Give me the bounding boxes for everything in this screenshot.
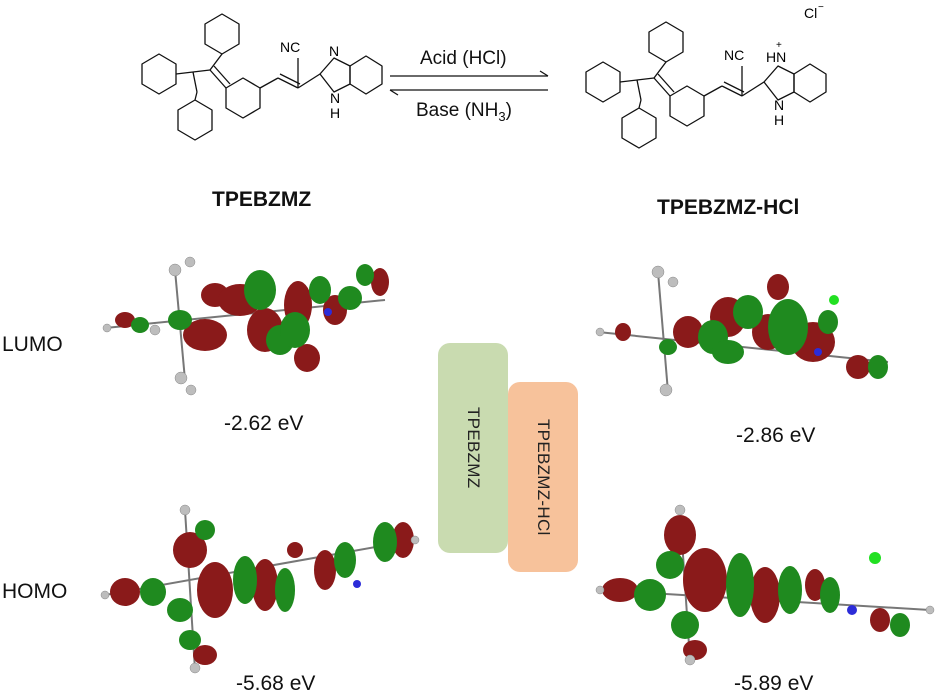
reverse-suffix: ) (505, 100, 512, 121)
gap-bar-right: TPEBZMZ-HCl (508, 382, 578, 572)
right-cn-label: NC (724, 47, 744, 63)
forward-condition-label: Acid (HCl) (420, 48, 507, 69)
left-compound-name: TPEBZMZ (212, 188, 312, 211)
right-counterion-label: Cl (804, 5, 817, 21)
right-homo-energy: -5.89 eV (734, 672, 814, 695)
right-lumo-orbital (595, 265, 889, 397)
reverse-condition-label: Base (NH3) (416, 100, 512, 124)
gap-bar-right-label: TPEBZMZ-HCl (534, 418, 553, 536)
right-h-label: H (774, 112, 784, 128)
right-compound-name: TPEBZMZ-HCl (657, 196, 800, 219)
gap-bar-left: TPEBZMZ (438, 343, 508, 553)
right-homo-orbital (595, 504, 935, 666)
left-nh-label: N (330, 90, 340, 106)
right-plus-charge: + (776, 40, 782, 51)
homo-label: HOMO (2, 580, 68, 603)
left-lumo-orbital (102, 256, 389, 396)
right-nhplus-label: HN (766, 49, 786, 65)
left-homo-orbital (100, 504, 420, 674)
right-nh-label: N (774, 97, 784, 113)
right-molecule-structure (585, 21, 827, 149)
left-lumo-energy: -2.62 eV (224, 412, 304, 435)
reverse-subscript: 3 (498, 108, 506, 124)
gap-bar-left-label: TPEBZMZ (464, 407, 483, 489)
reverse-prefix: Base (NH (416, 100, 499, 121)
left-homo-energy: -5.68 eV (236, 672, 316, 695)
left-h-label: H (330, 105, 340, 121)
left-molecule-structure (141, 13, 383, 141)
left-cn-label: NC (280, 39, 300, 55)
equilibrium-arrows (389, 70, 549, 96)
right-counterion-charge: − (818, 2, 824, 13)
left-n-label: N (329, 43, 339, 59)
reaction-scheme: NC N N H Cl − NC HN + N H (141, 2, 827, 149)
right-lumo-energy: -2.86 eV (736, 424, 816, 447)
lumo-label: LUMO (2, 333, 63, 356)
